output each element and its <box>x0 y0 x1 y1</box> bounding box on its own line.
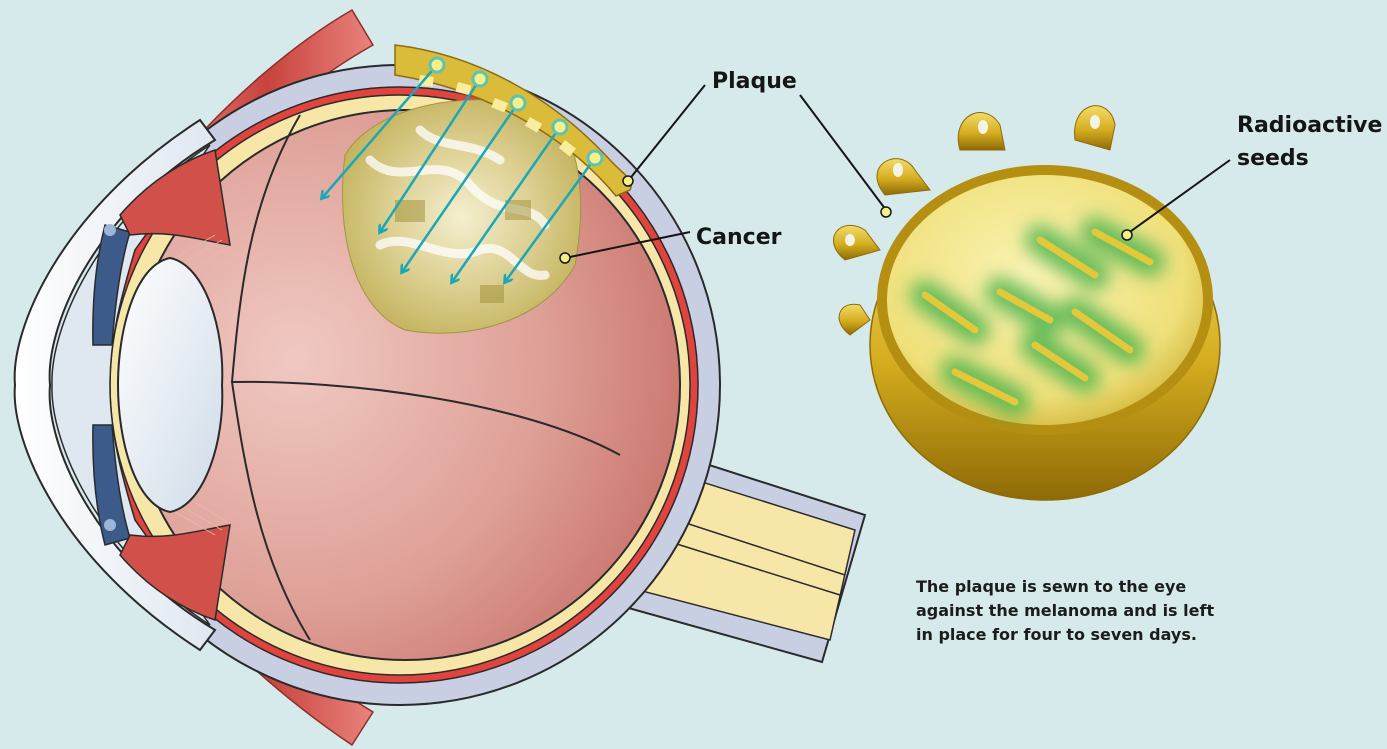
suture-tab <box>834 225 880 260</box>
plaque-leader-eye <box>628 85 705 181</box>
cancer-label: Cancer <box>696 225 782 250</box>
caption: The plaque is sewn to the eye against th… <box>916 575 1256 647</box>
radioactive-seed-icon <box>553 120 567 134</box>
caption-line: against the melanoma and is left <box>916 599 1256 623</box>
suture-tab <box>877 159 930 195</box>
radioactive-seed-icon <box>511 96 525 110</box>
radioactive-seeds-label-line2: seeds <box>1237 146 1309 171</box>
suture-tab <box>839 304 870 335</box>
eye-cross-section-icon <box>15 10 865 745</box>
plaque-disk-illustration-icon <box>834 106 1220 500</box>
radioactive-seed-icon <box>588 151 602 165</box>
caption-line: The plaque is sewn to the eye <box>916 575 1256 599</box>
lens <box>118 258 222 512</box>
plaque-leader-disk <box>800 95 886 210</box>
caption-line: in place for four to seven days. <box>916 623 1256 647</box>
radioactive-seed-icon <box>430 58 444 72</box>
radioactive-seed-icon <box>473 72 487 86</box>
radioactive-seeds-label-line1: Radioactive <box>1237 113 1382 138</box>
plaque-label: Plaque <box>712 69 797 94</box>
